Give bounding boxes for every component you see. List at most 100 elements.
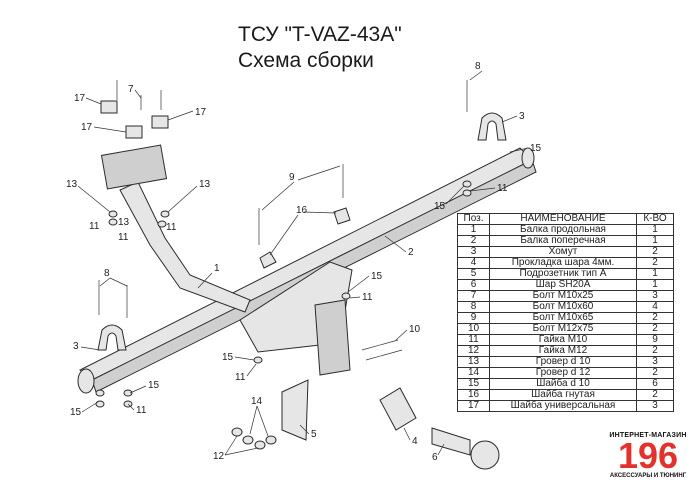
cell-name: Гайка М12	[489, 345, 637, 357]
cell-pos: 2	[457, 235, 490, 247]
drawing-title: ТСУ "T-VAZ-43A" Схема сборки	[238, 22, 402, 74]
cell-qty: 2	[636, 367, 674, 379]
clamp-left	[97, 324, 127, 351]
callout-15e: 15	[148, 380, 160, 391]
cell-qty: 2	[636, 257, 674, 269]
title-line-1: ТСУ "T-VAZ-43A"	[238, 23, 402, 46]
cell-name: Гровер d 12	[489, 367, 637, 379]
header-name: НАИМЕНОВАНИЕ	[489, 213, 637, 225]
callout-7: 7	[128, 84, 134, 95]
cell-pos: 14	[457, 367, 490, 379]
socket-plate	[281, 379, 309, 441]
cell-qty: 6	[636, 378, 674, 390]
cell-pos: 1	[457, 224, 490, 236]
cell-qty: 2	[636, 312, 674, 324]
cell-pos: 7	[457, 290, 490, 302]
callout-12: 12	[213, 451, 225, 462]
callout-17a: 17	[74, 93, 86, 104]
parts-table-header: Поз. НАИМЕНОВАНИЕ К-ВО	[457, 213, 674, 225]
cell-qty: 1	[636, 235, 674, 247]
callout-11g: 11	[136, 405, 147, 416]
title-line-2: Схема сборки	[238, 49, 374, 72]
cell-qty: 4	[636, 301, 674, 313]
cell-qty: 9	[636, 334, 674, 346]
cell-name: Балка поперечная	[489, 235, 637, 247]
cell-name: Хомут	[489, 246, 637, 258]
callout-15d: 15	[222, 352, 234, 363]
cell-name: Болт М10х65	[489, 312, 637, 324]
callout-5: 5	[311, 429, 317, 440]
callout-15f: 15	[70, 407, 82, 418]
cell-qty: 2	[636, 345, 674, 357]
cell-qty: 3	[636, 400, 674, 412]
callout-11a: 11	[497, 183, 508, 194]
cell-qty: 3	[636, 290, 674, 302]
mount-plate	[239, 261, 353, 376]
cell-pos: 15	[457, 378, 490, 390]
cell-name: Болт М12х75	[489, 323, 637, 335]
callout-15a: 15	[530, 143, 542, 154]
cell-qty: 2	[636, 389, 674, 401]
shop-logo: ИНТЕРНЕТ-МАГАЗИН 196 АКСЕССУАРЫ И ТЮНИНГ	[600, 432, 696, 479]
logo-bottom-text: АКСЕССУАРЫ И ТЮНИНГ	[609, 473, 687, 479]
cell-qty: 2	[636, 323, 674, 335]
logo-top-text: ИНТЕРНЕТ-МАГАЗИН	[609, 432, 687, 439]
cell-pos: 10	[457, 323, 490, 335]
tow-ball	[431, 427, 500, 470]
callout-9: 9	[289, 172, 295, 183]
callout-8a: 8	[475, 61, 481, 72]
callout-10: 10	[409, 324, 421, 335]
callout-8b: 8	[104, 268, 110, 279]
ball-spacer	[379, 387, 417, 431]
cell-qty: 1	[636, 224, 674, 236]
callout-13c: 13	[118, 217, 130, 228]
cell-name: Шайба гнутая	[489, 389, 637, 401]
cell-qty: 1	[636, 279, 674, 291]
callout-17b: 17	[195, 107, 207, 118]
cell-pos: 4	[457, 257, 490, 269]
cell-qty: 1	[636, 268, 674, 280]
cell-pos: 11	[457, 334, 490, 346]
cell-name: Болт М10х25	[489, 290, 637, 302]
longitudinal-beam	[100, 144, 251, 313]
bolts	[98, 80, 468, 361]
cell-name: Балка продольная	[489, 224, 637, 236]
callout-11e: 11	[362, 292, 373, 303]
callout-11c: 11	[118, 232, 129, 243]
callout-labels: 17 7 17 17 8 3 15 11 15 13 13 11 13 11 1…	[66, 61, 542, 463]
cell-name: Шайба d 10	[489, 378, 637, 390]
clamp-right	[477, 112, 507, 141]
header-pos: Поз.	[457, 213, 490, 225]
cell-pos: 17	[457, 400, 490, 412]
cell-pos: 5	[457, 268, 490, 280]
cell-name: Прокладка шара 4мм.	[489, 257, 637, 269]
callout-2: 2	[408, 247, 414, 258]
callout-13a: 13	[66, 179, 78, 190]
cell-name: Гровер d 10	[489, 356, 637, 368]
cell-pos: 6	[457, 279, 490, 291]
cell-pos: 3	[457, 246, 490, 258]
cell-qty: 3	[636, 356, 674, 368]
cell-qty: 2	[636, 246, 674, 258]
callout-15c: 15	[371, 271, 383, 282]
callout-11f: 11	[235, 372, 246, 383]
callout-3b: 3	[73, 341, 79, 352]
callout-6: 6	[432, 452, 438, 463]
cell-name: Болт М10х60	[489, 301, 637, 313]
callout-4: 4	[412, 436, 418, 447]
